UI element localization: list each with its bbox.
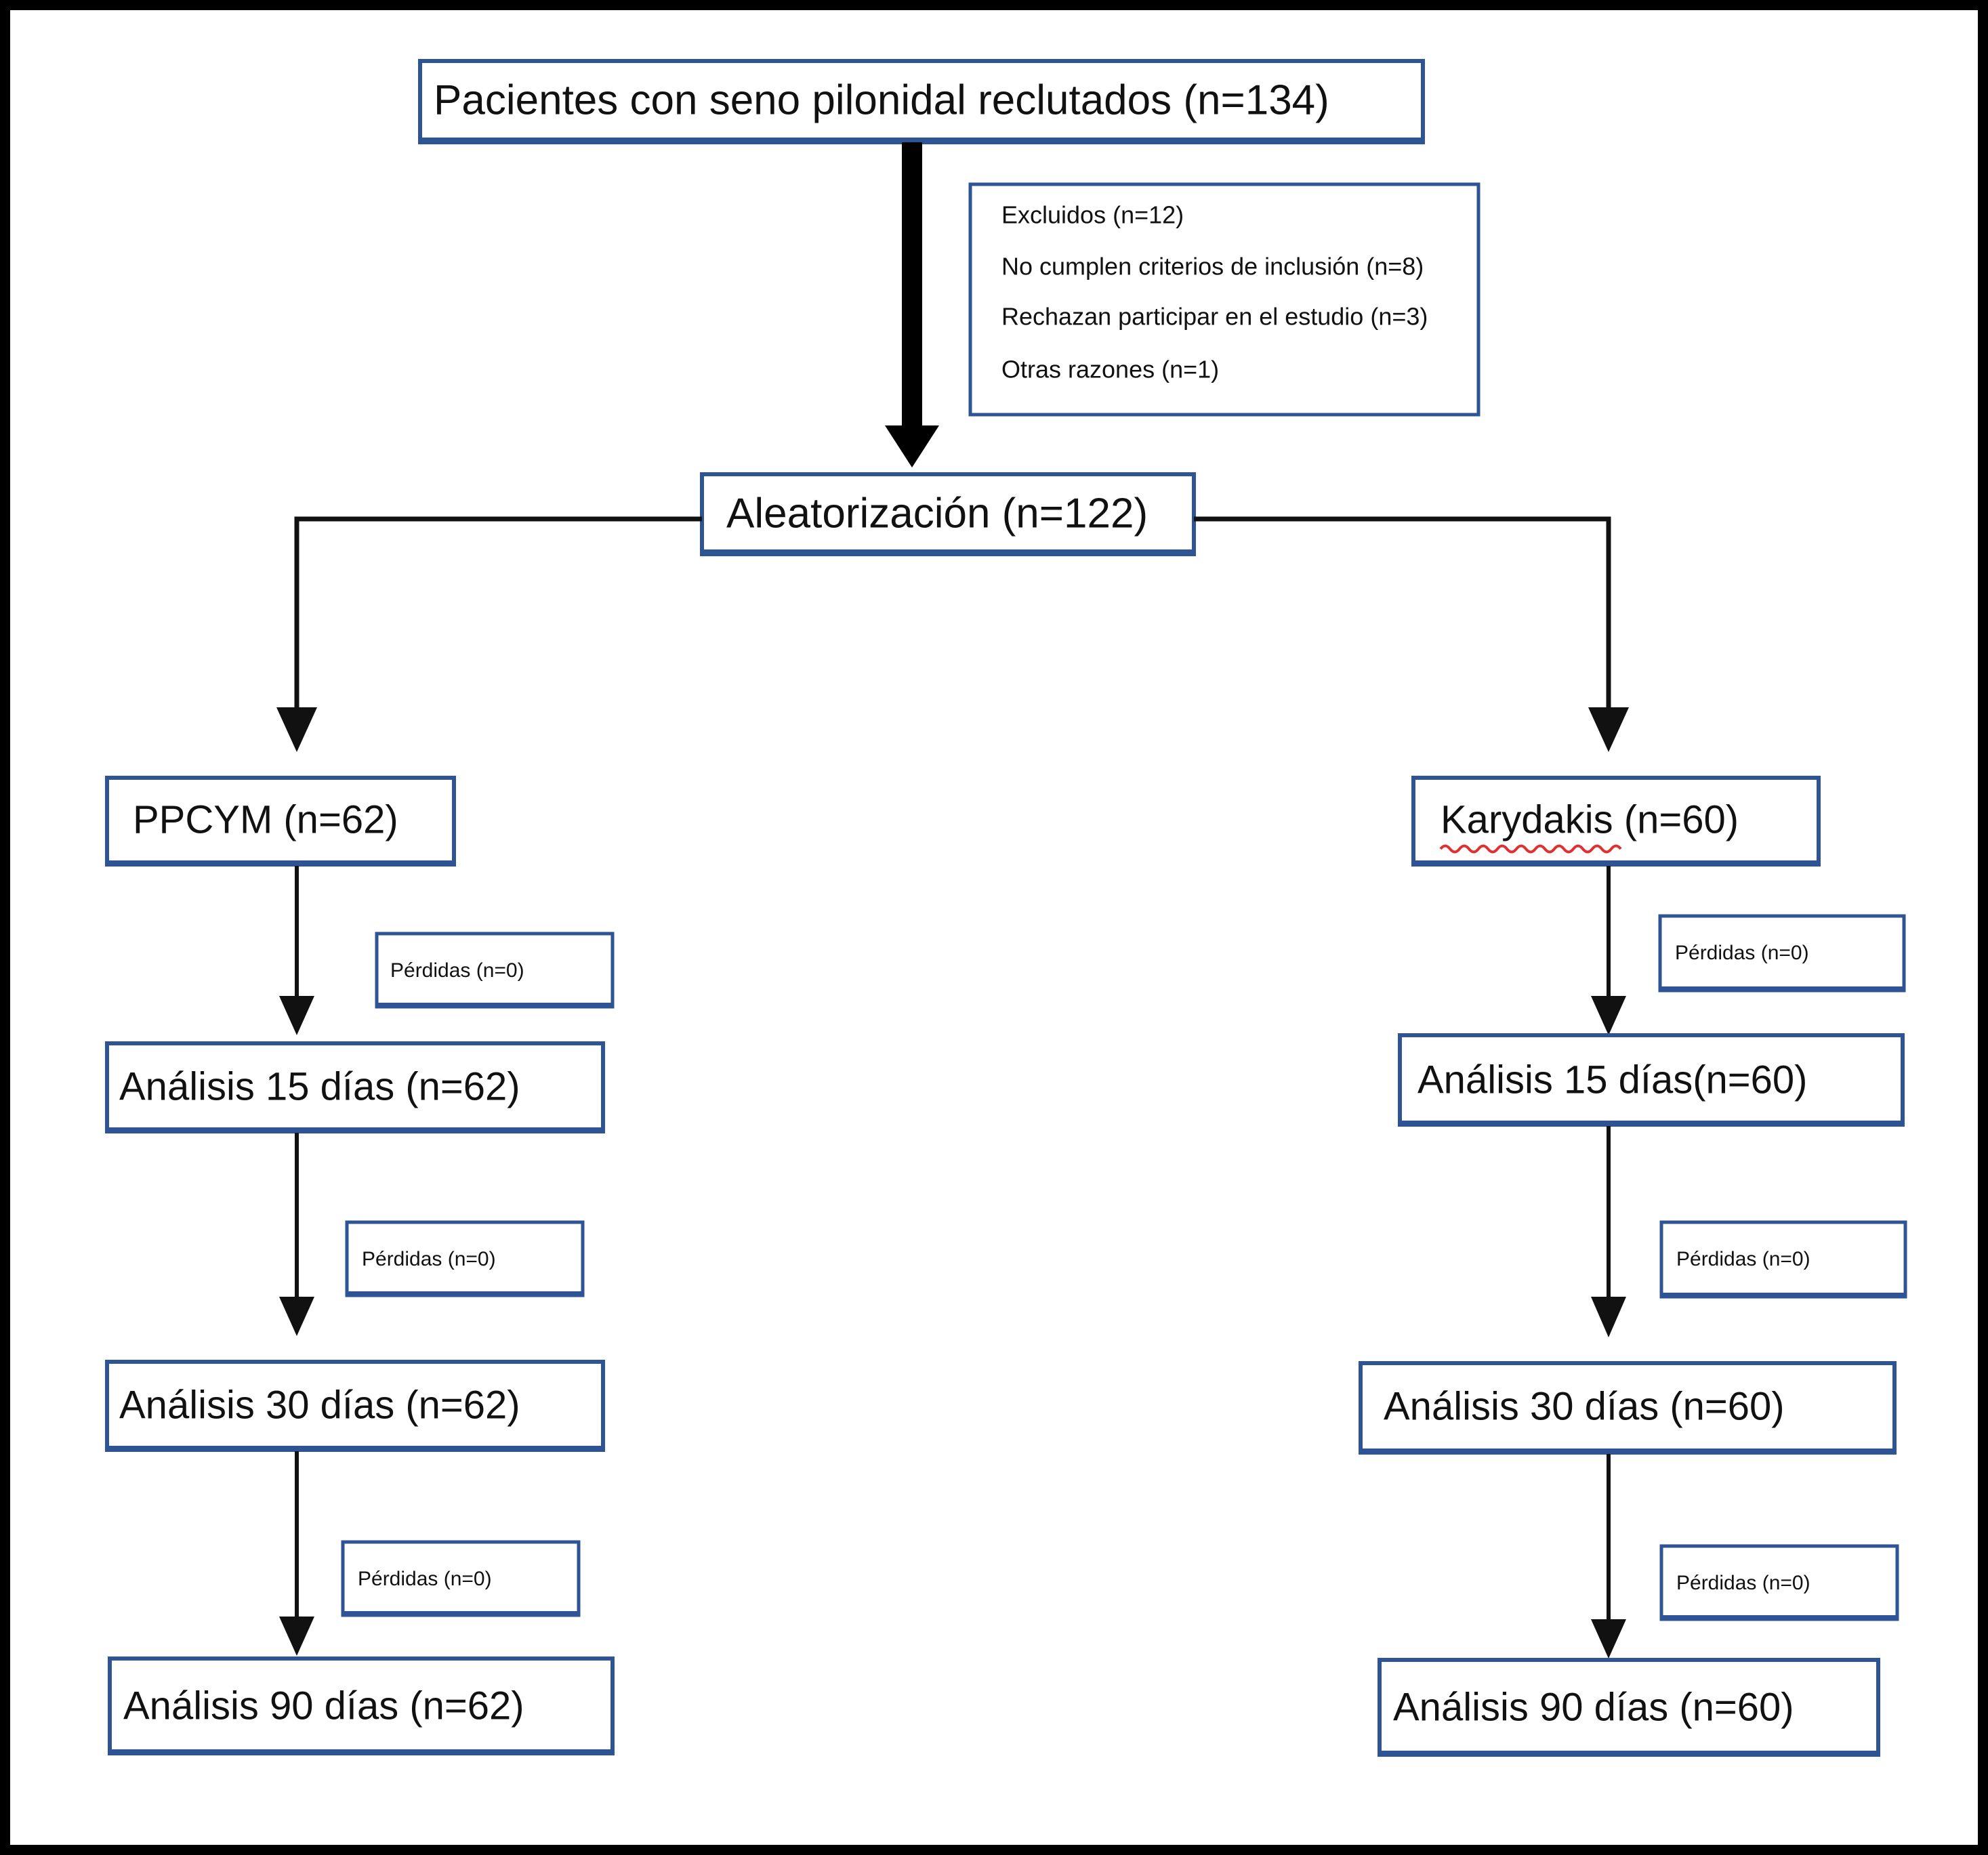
node-recruited-label: Pacientes con seno pilonidal reclutados … [434,77,1329,123]
connector-karydakis-analysis30-to-analysis90 [1591,1454,1626,1659]
node-loss-karydakis-3[interactable]: Pérdidas (n=0) [1659,1544,1899,1621]
node-loss-ppcym-2[interactable]: Pérdidas (n=0) [345,1220,585,1297]
node-loss-ppcym-2-label: Pérdidas (n=0) [362,1248,496,1270]
node-analysis-ppcym-30-label: Análisis 30 días (n=62) [119,1383,520,1427]
node-analysis-ppcym-15[interactable]: Análisis 15 días (n=62) [105,1041,605,1133]
node-loss-karydakis-1[interactable]: Pérdidas (n=0) [1658,914,1906,993]
node-randomization-underline [702,549,1194,555]
connector-karydakis-analysis15-to-analysis30 [1591,1126,1626,1337]
node-analysis-ppcym-15-box [105,1041,605,1133]
node-loss-karydakis-1-box [1658,914,1906,993]
node-loss-ppcym-3-label: Pérdidas (n=0) [358,1568,492,1590]
node-analysis-karydakis-15-box [1398,1033,1905,1127]
node-analysis-ppcym-30[interactable]: Análisis 30 días (n=62) [105,1360,605,1452]
connector-ppcym-to-analysis15 [279,866,314,1035]
node-arm-ppcym-label: PPCYM (n=62) [133,797,398,841]
node-analysis-karydakis-15-underline [1400,1121,1903,1126]
node-analysis-ppcym-90-underline [110,1749,613,1755]
node-loss-karydakis-3-underline [1661,1615,1897,1620]
node-arm-ppcym-underline [107,860,454,866]
node-analysis-ppcym-90-box [108,1656,615,1755]
node-loss-ppcym-1-label: Pérdidas (n=0) [390,959,524,982]
node-analysis-karydakis-15-label: Análisis 15 días(n=60) [1417,1058,1808,1102]
node-analysis-karydakis-15[interactable]: Análisis 15 días(n=60) [1398,1033,1905,1127]
node-analysis-karydakis-90-label: Análisis 90 días (n=60) [1393,1685,1794,1729]
connector-karydakis-to-analysis15 [1591,866,1626,1035]
node-recruited-box [418,59,1425,144]
node-analysis-karydakis-30-underline [1361,1448,1894,1454]
node-excluded[interactable]: Excluidos (n=12) No cumplen criterios de… [968,182,1480,417]
node-loss-karydakis-2-label: Pérdidas (n=0) [1676,1248,1810,1270]
node-loss-ppcym-1[interactable]: Pérdidas (n=0) [375,932,615,1009]
node-analysis-karydakis-90[interactable]: Análisis 90 días (n=60) [1378,1658,1880,1757]
node-loss-karydakis-1-label: Pérdidas (n=0) [1675,942,1809,964]
node-arm-karydakis[interactable]: Karydakis (n=60) [1411,776,1821,867]
node-analysis-ppcym-90-label: Análisis 90 días (n=62) [123,1684,524,1728]
node-loss-karydakis-1-underline [1660,986,1904,991]
node-loss-karydakis-2-box [1659,1220,1907,1299]
connector-randomization-to-karydakis [1194,516,1629,752]
node-loss-karydakis-2-underline [1661,1293,1905,1297]
node-loss-ppcym-3-underline [343,1611,579,1616]
node-loss-karydakis-3-label: Pérdidas (n=0) [1676,1572,1810,1594]
node-analysis-karydakis-30-box [1359,1361,1897,1455]
node-analysis-karydakis-30[interactable]: Análisis 30 días (n=60) [1359,1361,1897,1455]
node-randomization[interactable]: Aleatorización (n=122) [700,472,1196,556]
node-randomization-label: Aleatorización (n=122) [726,490,1148,537]
node-analysis-ppcym-30-box [105,1360,605,1452]
node-analysis-ppcym-15-underline [107,1127,603,1133]
node-arm-ppcym[interactable]: PPCYM (n=62) [105,776,456,867]
node-excluded-line-2: No cumplen criterios de inclusión (n=8) [1001,253,1424,280]
connector-ppcym-analysis15-to-analysis30 [279,1133,314,1336]
node-excluded-box [968,182,1480,417]
node-analysis-karydakis-30-label: Análisis 30 días (n=60) [1384,1384,1785,1428]
node-excluded-line-3: Rechazan participar en el estudio (n=3) [1001,303,1428,331]
node-analysis-ppcym-30-underline [107,1446,603,1451]
node-loss-ppcym-3[interactable]: Pérdidas (n=0) [341,1540,581,1617]
node-excluded-line-1: Excluidos (n=12) [1001,201,1184,229]
node-recruited[interactable]: Pacientes con seno pilonidal reclutados … [418,59,1425,144]
connector-randomization-to-ppcym [276,516,702,752]
connector-ppcym-analysis30-to-analysis90 [279,1451,314,1656]
node-arm-karydakis-box [1411,776,1821,867]
node-loss-ppcym-1-underline [377,1003,613,1007]
node-arm-karydakis-label: Karydakis (n=60) [1441,797,1739,841]
node-analysis-karydakis-90-underline [1380,1751,1878,1756]
node-arm-ppcym-box [105,776,456,867]
spellcheck-underline-icon [1439,844,1622,854]
node-excluded-line-4: Otras razones (n=1) [1001,356,1219,383]
node-analysis-ppcym-90[interactable]: Análisis 90 días (n=62) [108,1656,615,1755]
node-analysis-ppcym-15-label: Análisis 15 días (n=62) [119,1064,520,1108]
thick-arrow-recruited-to-randomization [885,142,939,467]
node-recruited-underline [420,138,1423,143]
node-arm-karydakis-underline [1413,860,1819,866]
node-loss-karydakis-2[interactable]: Pérdidas (n=0) [1659,1220,1907,1299]
node-loss-ppcym-2-underline [347,1291,583,1296]
